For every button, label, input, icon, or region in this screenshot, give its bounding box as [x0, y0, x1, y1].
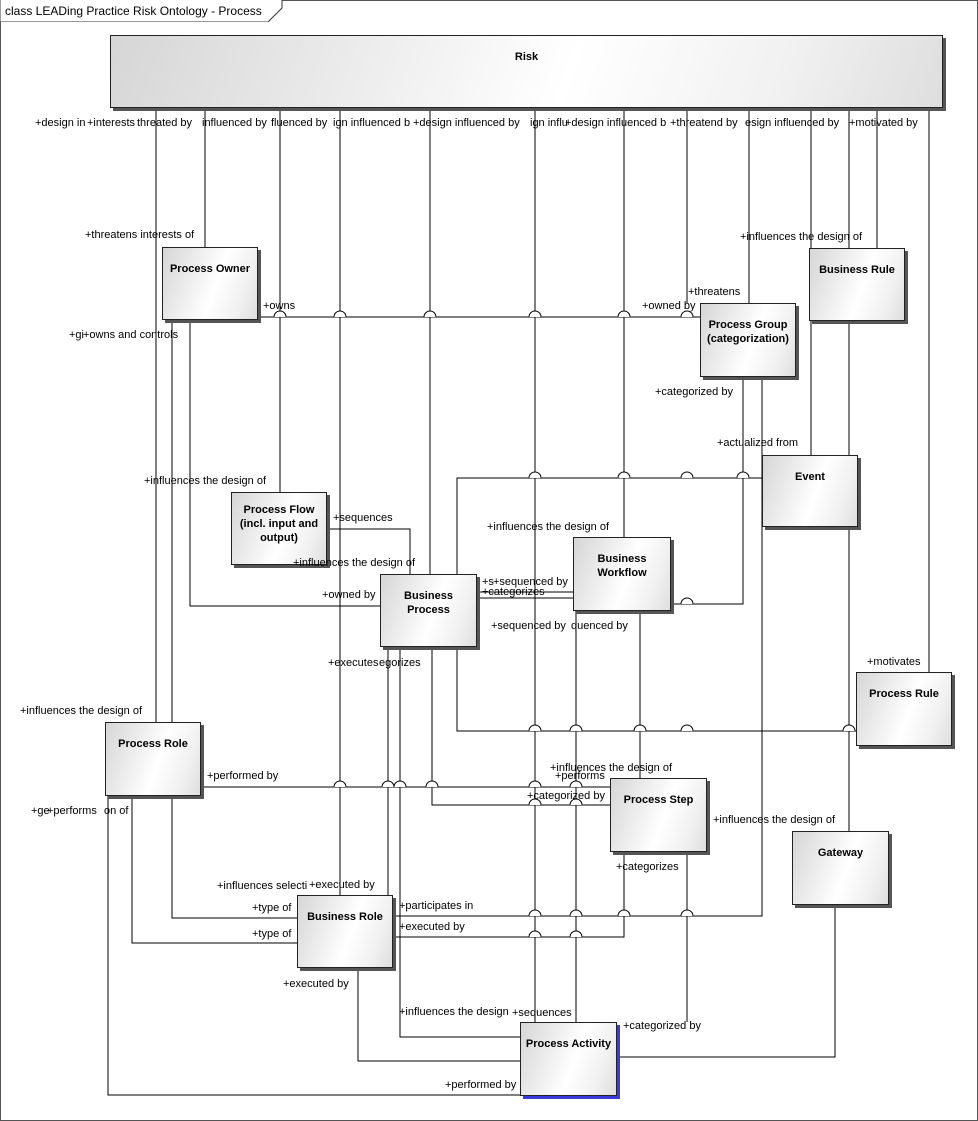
- class-business-workflow[interactable]: Business Workflow: [573, 537, 671, 611]
- role-label: influenced by: [202, 117, 267, 129]
- role-label: +performed by: [445, 1079, 517, 1091]
- role-label: ign influ: [530, 117, 568, 129]
- role-label: +sequenced by: [493, 576, 568, 588]
- role-label: +gi: [69, 329, 84, 341]
- role-label: +categorizes: [616, 861, 679, 873]
- role-label: threated by: [137, 117, 193, 129]
- role-label: +influences the design of: [740, 231, 863, 243]
- role-label: +interests: [87, 117, 135, 129]
- role-label: +sequences: [512, 1007, 572, 1019]
- class-process-owner[interactable]: Process Owner: [162, 247, 258, 320]
- role-label: +owns: [263, 300, 296, 312]
- frame-tab: [0, 0, 283, 22]
- role-label: +categorized by: [527, 790, 605, 802]
- role-label: +categorizes: [482, 586, 545, 598]
- role-label: +owns and controls: [83, 329, 179, 341]
- role-label: +influences the design of: [20, 705, 143, 717]
- role-label: +sequences: [333, 512, 393, 524]
- role-label: +type of: [252, 902, 292, 914]
- class-gateway[interactable]: Gateway: [792, 831, 889, 905]
- role-label: +categorized by: [655, 386, 733, 398]
- role-label: +ge: [31, 805, 50, 817]
- role-label: +participates in: [399, 900, 474, 912]
- role-label: +executed by: [309, 879, 375, 891]
- role-label: +design in: [35, 117, 86, 129]
- role-label: quenced by: [571, 620, 628, 632]
- class-business-process[interactable]: Business Process: [380, 574, 477, 647]
- role-label: +influences selecti: [217, 880, 308, 892]
- class-process-rule[interactable]: Process Rule: [856, 672, 952, 746]
- diagram-title: class LEADing Practice Risk Ontology - P…: [5, 4, 262, 18]
- class-process-activity[interactable]: Process Activity: [520, 1022, 617, 1096]
- class-business-role[interactable]: Business Role: [297, 895, 393, 968]
- class-business-rule[interactable]: Business Rule: [809, 248, 905, 321]
- class-process-step[interactable]: Process Step: [610, 778, 707, 852]
- role-label: +categorized by: [623, 1020, 701, 1032]
- role-label: +sequenced by: [491, 620, 566, 632]
- role-label: egorizes: [379, 657, 421, 669]
- role-label: +design influenced by: [413, 117, 520, 129]
- role-label: +performs: [47, 805, 97, 817]
- role-label: +design influenced b: [565, 117, 667, 129]
- role-label: ign influenced b: [333, 117, 411, 129]
- role-label: +s: [482, 576, 494, 588]
- role-label: +owned by: [642, 300, 696, 312]
- class-process-role[interactable]: Process Role: [105, 722, 201, 796]
- role-label: on of: [104, 805, 129, 817]
- role-label: +influences the design of: [293, 557, 416, 569]
- class-process-group[interactable]: Process Group (categorization): [700, 303, 796, 377]
- role-label: +type of: [252, 928, 292, 940]
- role-label: +executed by: [399, 921, 465, 933]
- role-label: +influences the design of: [487, 521, 610, 533]
- role-label: +threatens interests of: [85, 229, 195, 241]
- role-label: +threatend by: [670, 117, 738, 129]
- class-event[interactable]: Event: [762, 455, 858, 527]
- role-label: +owned by: [322, 589, 376, 601]
- role-label: +performed by: [207, 770, 279, 782]
- role-label: +threatens: [688, 286, 741, 298]
- role-label: fluenced by: [271, 117, 328, 129]
- role-label: esign influenced by: [745, 117, 840, 129]
- role-label: +motivates: [867, 656, 921, 668]
- role-label: +influences the design: [399, 1006, 509, 1018]
- role-label: +influences the design of: [144, 475, 267, 487]
- role-label: +influences the design of: [550, 762, 673, 774]
- role-label: +actualized from: [717, 437, 799, 449]
- class-risk[interactable]: Risk: [110, 35, 943, 108]
- role-label: +influences the design of: [713, 814, 836, 826]
- role-label: +motivated by: [849, 117, 918, 129]
- role-label: +executes: [328, 657, 379, 669]
- role-label: +performs: [555, 770, 605, 782]
- class-process-flow[interactable]: Process Flow (incl. input and output): [231, 492, 327, 565]
- role-label: +executed by: [283, 978, 349, 990]
